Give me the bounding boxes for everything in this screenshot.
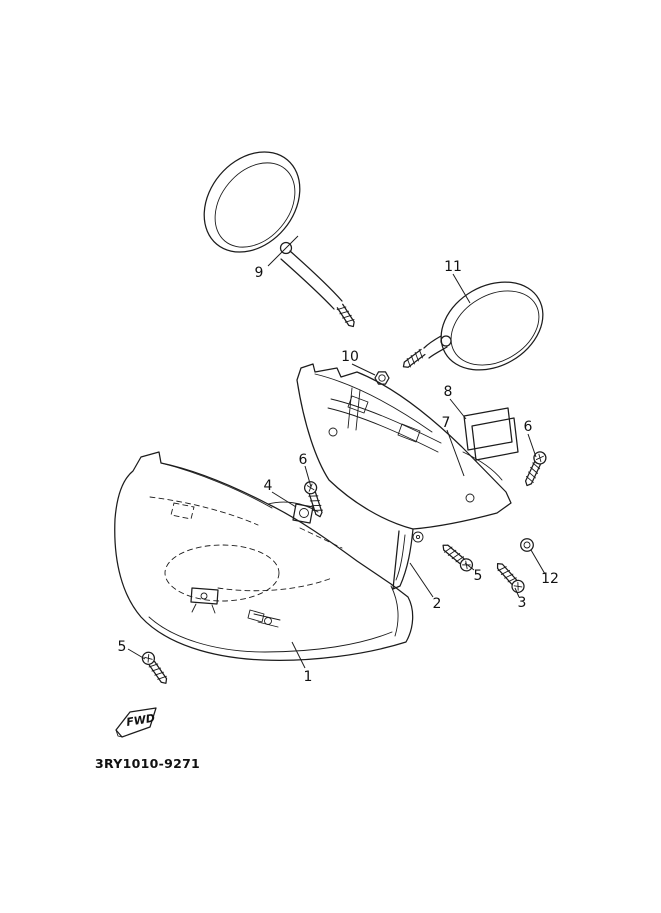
callout-part-11: 11 <box>444 259 462 275</box>
front-cowl <box>114 451 414 661</box>
callout-part-7: 7 <box>442 415 451 431</box>
cowl-bracket <box>247 609 265 623</box>
callout-part-9: 9 <box>255 265 264 281</box>
handlebar-rear-cover <box>296 363 512 590</box>
callout-part-3: 3 <box>518 595 527 611</box>
brake-lever <box>462 451 503 481</box>
mirror-right <box>400 281 544 371</box>
screw-hole <box>465 493 475 503</box>
cowl-fin-edge <box>390 585 399 637</box>
emblem-plate <box>463 407 519 461</box>
handlebar-tube <box>327 407 439 453</box>
callout-part-6-right: 6 <box>524 419 533 435</box>
callout-part-2: 2 <box>433 596 442 612</box>
grommet <box>412 531 424 543</box>
washer <box>520 538 534 552</box>
callout-part-4: 4 <box>264 478 273 494</box>
diagram-code: 3RY1010-9271 <box>95 756 200 771</box>
mirror-ball-joint <box>279 241 293 255</box>
fwd-label: FWD <box>125 712 155 729</box>
fwd-marker: FWD <box>115 707 157 738</box>
callout-part-5-left: 5 <box>118 639 127 655</box>
headlight-opening-hidden <box>164 544 280 602</box>
screw-6-right <box>522 450 548 488</box>
switch-housing-right <box>397 423 421 443</box>
callout-part-12: 12 <box>541 571 559 587</box>
bolt-5-right <box>439 541 475 574</box>
mirror-left <box>203 151 358 330</box>
headlight-unit <box>190 587 219 605</box>
mirror-nut <box>374 371 390 385</box>
mirror-right-stud <box>400 347 427 371</box>
callout-part-5-right: 5 <box>474 568 483 584</box>
screw-5-left <box>140 650 171 687</box>
screw-6-left <box>303 480 326 518</box>
screw-boss <box>328 427 338 437</box>
callout-part-10: 10 <box>341 349 359 365</box>
mirror-ball-joint <box>440 335 452 347</box>
mirror-left-stud <box>335 302 358 330</box>
callout-part-1: 1 <box>304 669 313 685</box>
switch-housing-left <box>347 395 369 414</box>
callout-part-6-left: 6 <box>299 452 308 468</box>
leader-lines <box>127 235 546 669</box>
callout-part-8: 8 <box>444 384 453 400</box>
clip-nut <box>292 503 314 524</box>
screw-3 <box>493 560 526 595</box>
